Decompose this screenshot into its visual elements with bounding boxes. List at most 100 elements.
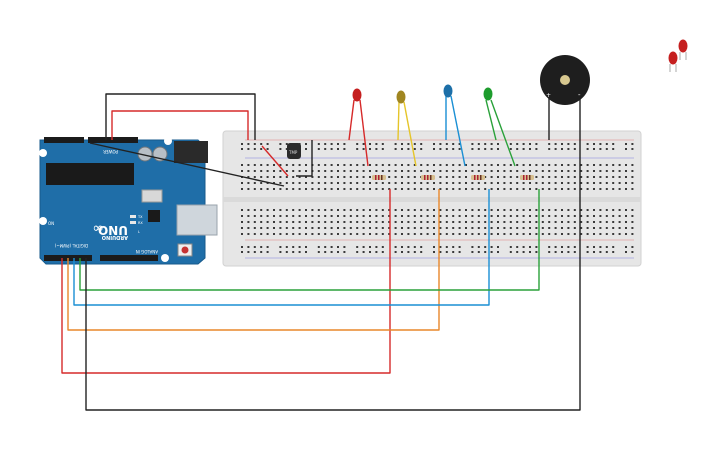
breadboard-hole[interactable] [413, 233, 416, 235]
breadboard-hole[interactable] [567, 164, 570, 166]
breadboard-hole[interactable] [529, 221, 531, 223]
breadboard-hole[interactable] [573, 221, 576, 223]
breadboard-hole[interactable] [394, 188, 397, 190]
breadboard-hole[interactable] [324, 215, 327, 217]
breadboard-hole[interactable] [439, 215, 442, 217]
breadboard-hole[interactable] [381, 215, 384, 217]
breadboard-hole[interactable] [516, 221, 519, 223]
led-blue[interactable] [443, 84, 466, 167]
breadboard-hole[interactable] [253, 209, 256, 211]
breadboard-hole[interactable] [458, 246, 461, 248]
breadboard-hole[interactable] [458, 182, 461, 184]
breadboard-hole[interactable] [420, 164, 423, 166]
resistor[interactable] [520, 175, 534, 180]
breadboard-hole[interactable] [477, 188, 480, 190]
breadboard-hole[interactable] [394, 233, 397, 235]
breadboard-hole[interactable] [484, 233, 487, 235]
breadboard-hole[interactable] [593, 233, 595, 235]
breadboard-hole[interactable] [554, 170, 557, 172]
breadboard-hole[interactable] [554, 233, 557, 235]
breadboard-hole[interactable] [285, 215, 288, 217]
breadboard-hole[interactable] [580, 233, 583, 235]
breadboard-hole[interactable] [324, 182, 327, 184]
breadboard-hole[interactable] [413, 148, 416, 150]
breadboard-hole[interactable] [375, 215, 378, 217]
breadboard-hole[interactable] [445, 209, 448, 211]
breadboard-hole[interactable] [426, 233, 429, 235]
breadboard-hole[interactable] [343, 221, 346, 223]
breadboard-hole[interactable] [253, 215, 256, 217]
breadboard-hole[interactable] [580, 227, 583, 229]
breadboard-hole[interactable] [381, 246, 384, 248]
breadboard-hole[interactable] [394, 148, 397, 150]
breadboard-hole[interactable] [567, 215, 570, 217]
breadboard-hole[interactable] [401, 221, 403, 223]
breadboard-hole[interactable] [625, 170, 627, 172]
breadboard-hole[interactable] [497, 148, 499, 150]
breadboard-hole[interactable] [541, 227, 544, 229]
breadboard-hole[interactable] [420, 215, 423, 217]
breadboard-hole[interactable] [458, 209, 461, 211]
breadboard-hole[interactable] [593, 227, 595, 229]
breadboard-hole[interactable] [509, 227, 512, 229]
breadboard-hole[interactable] [458, 188, 461, 190]
breadboard-hole[interactable] [317, 182, 320, 184]
breadboard-hole[interactable] [490, 188, 493, 190]
breadboard-hole[interactable] [420, 148, 423, 150]
breadboard-hole[interactable] [401, 209, 403, 211]
breadboard-hole[interactable] [241, 209, 243, 211]
breadboard-hole[interactable] [285, 246, 288, 248]
breadboard-hole[interactable] [362, 215, 365, 217]
breadboard-hole[interactable] [631, 148, 634, 150]
breadboard-hole[interactable] [388, 209, 391, 211]
breadboard-hole[interactable] [241, 143, 243, 145]
breadboard-hole[interactable] [586, 164, 589, 166]
breadboard-hole[interactable] [465, 221, 467, 223]
breadboard-hole[interactable] [407, 251, 410, 253]
breadboard-hole[interactable] [612, 221, 615, 223]
breadboard-hole[interactable] [586, 209, 589, 211]
breadboard-hole[interactable] [452, 164, 455, 166]
breadboard-hole[interactable] [433, 188, 435, 190]
breadboard-hole[interactable] [356, 209, 359, 211]
breadboard-hole[interactable] [260, 246, 263, 248]
led-yellow[interactable] [396, 90, 417, 167]
breadboard-hole[interactable] [573, 148, 576, 150]
breadboard-hole[interactable] [362, 233, 365, 235]
breadboard-hole[interactable] [452, 209, 455, 211]
breadboard-hole[interactable] [452, 182, 455, 184]
breadboard-hole[interactable] [247, 188, 250, 190]
breadboard-hole[interactable] [567, 182, 570, 184]
breadboard-hole[interactable] [317, 251, 320, 253]
breadboard-hole[interactable] [561, 188, 563, 190]
breadboard-hole[interactable] [407, 209, 410, 211]
breadboard-hole[interactable] [401, 233, 403, 235]
breadboard-hole[interactable] [573, 176, 576, 178]
breadboard-hole[interactable] [612, 233, 615, 235]
breadboard-hole[interactable] [285, 251, 288, 253]
breadboard-hole[interactable] [452, 170, 455, 172]
breadboard-hole[interactable] [471, 188, 474, 190]
breadboard-hole[interactable] [561, 221, 563, 223]
breadboard-hole[interactable] [394, 246, 397, 248]
breadboard-hole[interactable] [586, 233, 589, 235]
breadboard-hole[interactable] [426, 188, 429, 190]
breadboard-hole[interactable] [445, 251, 448, 253]
breadboard-hole[interactable] [605, 143, 608, 145]
breadboard-hole[interactable] [324, 251, 327, 253]
breadboard-hole[interactable] [279, 182, 282, 184]
breadboard-hole[interactable] [413, 227, 416, 229]
breadboard-hole[interactable] [625, 221, 627, 223]
breadboard-hole[interactable] [554, 143, 557, 145]
breadboard-hole[interactable] [253, 188, 256, 190]
breadboard-hole[interactable] [561, 182, 563, 184]
breadboard-hole[interactable] [490, 227, 493, 229]
breadboard-hole[interactable] [260, 148, 263, 150]
breadboard-hole[interactable] [548, 227, 551, 229]
breadboard-hole[interactable] [298, 227, 301, 229]
breadboard-hole[interactable] [490, 251, 493, 253]
breadboard-hole[interactable] [394, 209, 397, 211]
breadboard-hole[interactable] [292, 182, 295, 184]
breadboard-hole[interactable] [420, 233, 423, 235]
